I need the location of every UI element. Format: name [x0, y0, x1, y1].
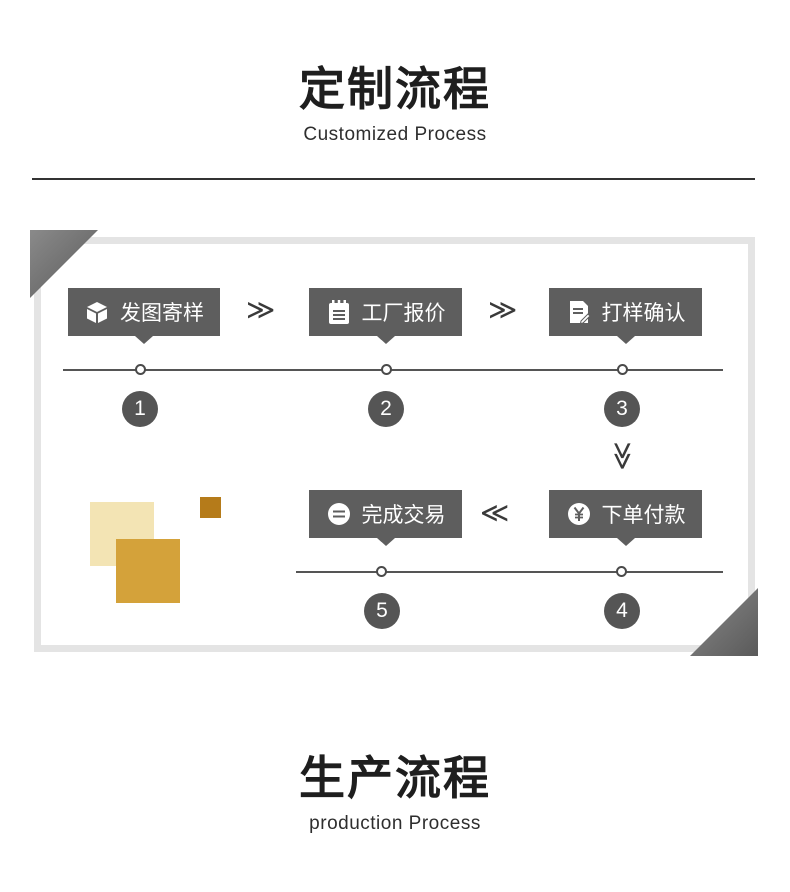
arrow-right-1: ≫ [246, 293, 276, 326]
yen-coin-icon [566, 501, 592, 527]
step-number-1: 1 [122, 391, 158, 427]
step-number-2: 2 [368, 391, 404, 427]
document-edit-icon [566, 299, 592, 325]
step-number-5: 5 [364, 593, 400, 629]
arrow-right-2: ≫ [488, 293, 518, 326]
step-label-4: 下单付款 [601, 503, 686, 527]
step-label-2: 工厂报价 [361, 301, 446, 325]
step-label-1: 发图寄样 [120, 301, 204, 325]
notepad-icon [326, 299, 352, 325]
timeline-row-1 [63, 369, 723, 371]
timeline-dot-4 [616, 566, 627, 577]
timeline-row-2 [296, 571, 723, 573]
step-box-5: 完成交易 [309, 490, 462, 546]
step-box-4: 下单付款 [549, 490, 702, 546]
timeline-dot-3 [617, 364, 628, 375]
step-box-3: 打样确认 [549, 288, 702, 344]
page-title: 定制流程 [299, 62, 491, 116]
decor-square-small [200, 497, 221, 518]
step-number-3: 3 [604, 391, 640, 427]
step-box-2: 工厂报价 [309, 288, 462, 344]
timeline-dot-5 [376, 566, 387, 577]
equals-circle-icon [326, 501, 352, 527]
step-label-5: 完成交易 [361, 503, 446, 527]
decor-square-mid [116, 539, 180, 603]
step-label-3: 打样确认 [601, 301, 686, 325]
arrow-down: ≫ [606, 441, 640, 471]
step-box-1: 发图寄样 [68, 288, 220, 344]
box-icon [84, 299, 110, 325]
footer-title-block: 生产流程 production Process [0, 755, 790, 835]
step-number-4: 4 [604, 593, 640, 629]
timeline-dot-1 [135, 364, 146, 375]
section-title: 生产流程 [299, 751, 491, 805]
page-subtitle: Customized Process [303, 124, 487, 145]
timeline-dot-2 [381, 364, 392, 375]
header-title-block: 定制流程 Customized Process [0, 66, 790, 146]
section-subtitle: production Process [309, 813, 481, 834]
arrow-left: ≪ [480, 496, 510, 529]
header-divider [32, 178, 755, 180]
